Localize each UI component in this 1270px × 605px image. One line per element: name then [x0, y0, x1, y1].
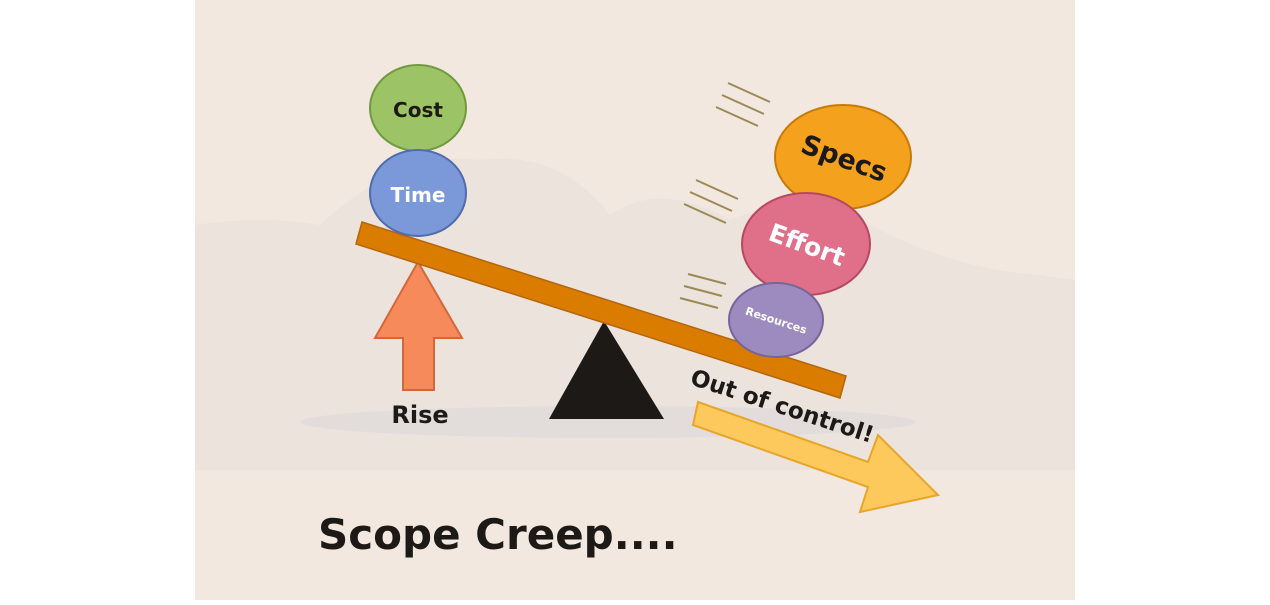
- left-weight-time: Time: [369, 149, 467, 237]
- motion-lines-icon: [679, 82, 771, 309]
- seesaw-beam: [355, 221, 847, 399]
- up-arrow-icon: [373, 259, 464, 391]
- right-weight-resources: Resources: [728, 282, 824, 358]
- right-weight-specs: Specs: [774, 104, 912, 210]
- down-arrow-icon: [691, 400, 941, 514]
- left-weight-cost: Cost: [369, 64, 467, 152]
- fulcrum-triangle-icon: [549, 321, 664, 419]
- rise-label: Rise: [391, 401, 448, 429]
- right-weight-effort: Effort: [741, 192, 871, 296]
- svg-text:Cost: Cost: [393, 98, 443, 122]
- svg-text:Time: Time: [391, 183, 446, 207]
- page-title: Scope Creep....: [318, 510, 678, 559]
